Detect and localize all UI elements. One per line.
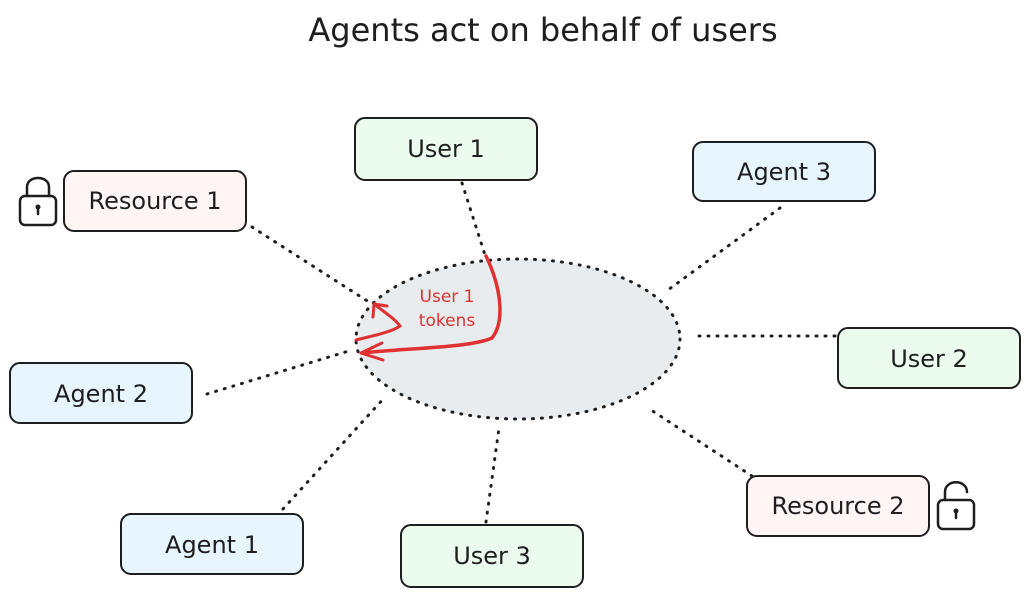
node-label: User 2 <box>890 345 968 373</box>
shared-token-store <box>354 257 682 421</box>
node-agent-2: Agent 2 <box>9 362 193 424</box>
node-label: User 3 <box>453 542 531 570</box>
node-label: Resource 2 <box>772 492 905 520</box>
connector-resource-2 <box>646 406 754 478</box>
token-flow-arrowhead-lower <box>359 341 385 362</box>
connectors <box>205 181 837 524</box>
annotation-line-2: tokens <box>419 311 476 331</box>
node-label: User 1 <box>407 135 485 163</box>
connector-resource-1 <box>250 225 374 306</box>
padlock-open-icon <box>936 481 976 531</box>
node-user-3: User 3 <box>400 524 584 588</box>
token-flow-arrow <box>360 254 502 355</box>
node-label: Agent 3 <box>737 158 831 186</box>
connector-user-1 <box>460 181 487 257</box>
connector-agent-1 <box>281 395 387 511</box>
padlock-closed-icon <box>18 176 58 227</box>
node-user-1: User 1 <box>354 117 538 181</box>
node-resource-1: Resource 1 <box>63 170 247 232</box>
token-flow-arrowhead-upper <box>371 302 389 319</box>
node-label: Agent 2 <box>54 380 148 408</box>
node-agent-3: Agent 3 <box>692 141 876 202</box>
node-resource-2: Resource 2 <box>746 475 930 537</box>
node-label: Resource 1 <box>89 187 222 215</box>
node-user-2: User 2 <box>837 327 1021 389</box>
connector-agent-2 <box>205 348 354 396</box>
annotation-line-1: User 1 <box>420 287 475 307</box>
node-agent-1: Agent 1 <box>120 513 304 575</box>
node-label: Agent 1 <box>165 531 259 559</box>
token-flow-branch <box>354 302 403 342</box>
user-1-tokens-annotation: User 1 tokens <box>354 254 502 362</box>
connector-user-3 <box>484 426 501 524</box>
connector-agent-3 <box>666 206 782 292</box>
diagram-title: Agents act on behalf of users <box>308 11 777 49</box>
